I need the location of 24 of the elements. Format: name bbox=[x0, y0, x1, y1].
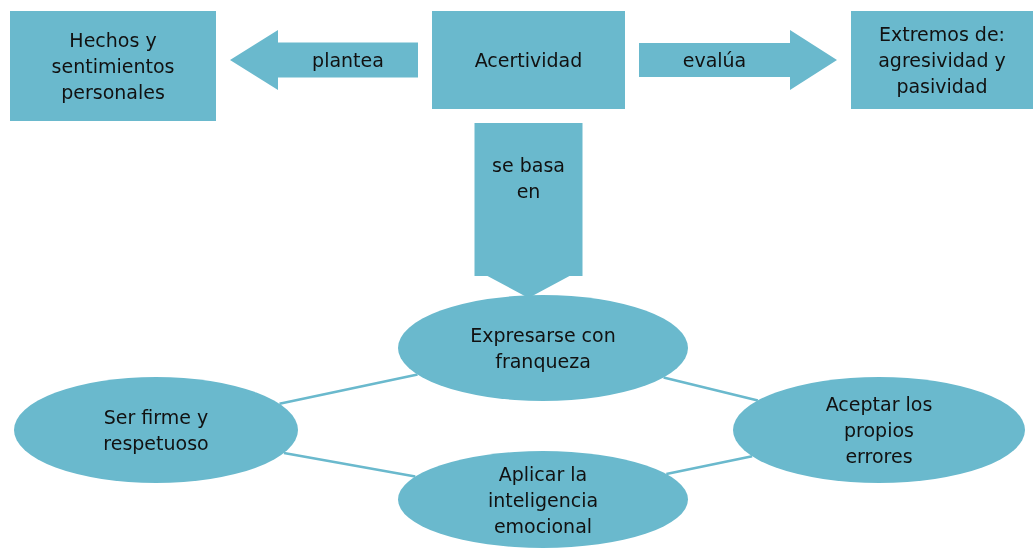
edge-label: evalúa bbox=[681, 48, 748, 73]
block-arrow bbox=[639, 30, 837, 90]
concept-box bbox=[851, 11, 1033, 109]
connector-line bbox=[663, 376, 759, 402]
block-arrow bbox=[474, 123, 583, 298]
oval-node bbox=[398, 295, 688, 401]
block-arrow bbox=[230, 30, 418, 90]
node-text: Hechos y sentimientos personales bbox=[50, 28, 176, 105]
node-text: Extremos de: agresividad y pasividad bbox=[877, 22, 1007, 99]
oval-node bbox=[733, 377, 1025, 483]
node-text: Ser firme y respetuoso bbox=[102, 405, 210, 456]
connector-line bbox=[666, 455, 753, 476]
node-text: Acertividad bbox=[474, 48, 583, 73]
oval-node bbox=[14, 377, 298, 483]
edge-label: plantea bbox=[311, 48, 385, 73]
concept-box bbox=[432, 11, 625, 109]
node-text: Aceptar los propios errores bbox=[824, 392, 934, 469]
node-text: Expresarse con franqueza bbox=[469, 323, 617, 374]
node-text: Aplicar la inteligencia emocional bbox=[486, 461, 600, 539]
concept-box bbox=[10, 11, 216, 121]
edge-label: se basa en bbox=[491, 152, 566, 204]
connector-line bbox=[279, 373, 418, 406]
oval-node bbox=[398, 451, 688, 548]
connector-line bbox=[283, 451, 416, 478]
